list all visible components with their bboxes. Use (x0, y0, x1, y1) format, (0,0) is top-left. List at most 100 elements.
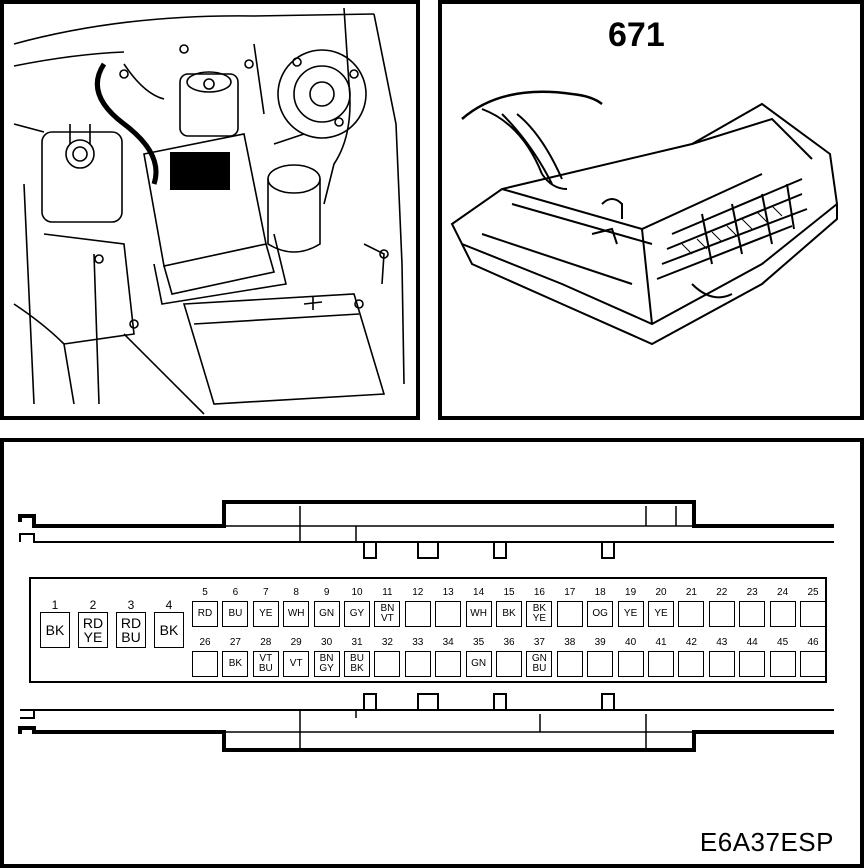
pin-number: 40 (625, 637, 637, 648)
pin-wire-color: BK (222, 651, 249, 677)
pin-wire-color: GN (313, 601, 340, 627)
pin-number: 3 (127, 598, 135, 612)
pin-number: 26 (199, 637, 211, 648)
pin-number: 9 (323, 587, 330, 598)
engine-bay-drawing (13, 7, 405, 415)
pin-wire-color (769, 651, 796, 677)
pin-number: 11 (382, 587, 393, 598)
pin-21: 21 (676, 588, 706, 627)
pin-wire-color: YE (252, 601, 279, 627)
pin-number: 33 (412, 637, 424, 648)
pin-wire-color (708, 651, 735, 677)
pin-16: 16 BK YE (524, 588, 554, 627)
pin-22: 22 (707, 588, 737, 627)
pin-wire-color: BK (154, 612, 184, 648)
pin-number: 34 (442, 637, 454, 648)
pin-28: 28 VT BU (251, 638, 281, 677)
pin-wire-color: GY (344, 601, 370, 627)
pin-wire-color: WH (465, 601, 492, 627)
pin-11: 11 BN VT (372, 588, 402, 627)
pin-number: 2 (89, 598, 97, 612)
pin-number: 23 (746, 587, 758, 598)
pin-number: 39 (594, 637, 606, 648)
pin-wire-color: BN VT (374, 601, 401, 627)
pin-33: 33 (403, 638, 433, 677)
pin-wire-color: BU (222, 601, 249, 627)
engine-bay-illustration (0, 0, 420, 420)
connector-illustration-panel: 671 (438, 0, 864, 420)
pin-wire-color (617, 651, 644, 677)
pin-number: 18 (594, 587, 606, 598)
pin-number: 29 (290, 637, 302, 648)
pin-number: 17 (564, 587, 576, 598)
pin-wire-color (404, 651, 431, 677)
pin-wire-color (556, 601, 583, 627)
pin-number: 10 (351, 587, 363, 598)
pin-41: 41 (646, 638, 676, 677)
pin-number: 31 (351, 637, 363, 648)
pin-number: 19 (625, 587, 637, 598)
pin-23: 23 (737, 588, 767, 627)
pin-wire-color: BK YE (526, 601, 553, 627)
drawing-code: E6A37ESP (699, 827, 834, 857)
pin-number: 15 (503, 587, 515, 598)
pin-number: 30 (321, 637, 333, 648)
pin-number: 35 (473, 637, 485, 648)
pin-number: 20 (655, 587, 667, 598)
pin-45: 45 (768, 638, 798, 677)
pin-wire-color (739, 601, 766, 627)
connector-outline (18, 500, 834, 752)
pin-wire-color: VT BU (252, 651, 279, 677)
pin-wire-color (556, 651, 583, 677)
pin-number: 16 (533, 587, 545, 598)
pin-wire-color (678, 601, 705, 627)
pin-wire-color: WH (283, 601, 310, 627)
pin-number: 38 (564, 637, 576, 648)
pin-number: 1 (51, 598, 59, 612)
pin-number: 28 (260, 637, 272, 648)
pin-wire-color: GN (465, 651, 492, 677)
pin-wire-color: BU BK (344, 651, 370, 677)
pin-26: 26 (190, 638, 220, 677)
pin-42: 42 (676, 638, 706, 677)
pin-wire-color: YE (617, 601, 644, 627)
pin-number: 21 (685, 587, 697, 598)
pin-number: 22 (716, 587, 728, 598)
pin-wire-color: GN BU (526, 651, 553, 677)
pin-wire-color (739, 651, 766, 677)
connector-drawing (450, 90, 839, 346)
pin-40: 40 (616, 638, 646, 677)
pin-wire-color (374, 651, 401, 677)
pin-39: 39 (585, 638, 615, 677)
component-number: 671 (608, 16, 665, 54)
pin-number: 5 (202, 587, 208, 598)
pin-wire-color (496, 651, 522, 677)
pin-number: 44 (746, 637, 758, 648)
pin-wire-color (708, 601, 735, 627)
pin-wire-color: YE (648, 601, 674, 627)
highlight-patch (170, 152, 230, 190)
pin-number: 4 (165, 598, 173, 612)
pin-13: 13 (433, 588, 463, 627)
pin-number: 7 (263, 587, 269, 598)
pin-12: 12 (403, 588, 433, 627)
pin-wire-color (404, 601, 431, 627)
pin-wire-color (435, 601, 462, 627)
pin-number: 14 (473, 587, 485, 598)
pin-32: 32 (372, 638, 402, 677)
